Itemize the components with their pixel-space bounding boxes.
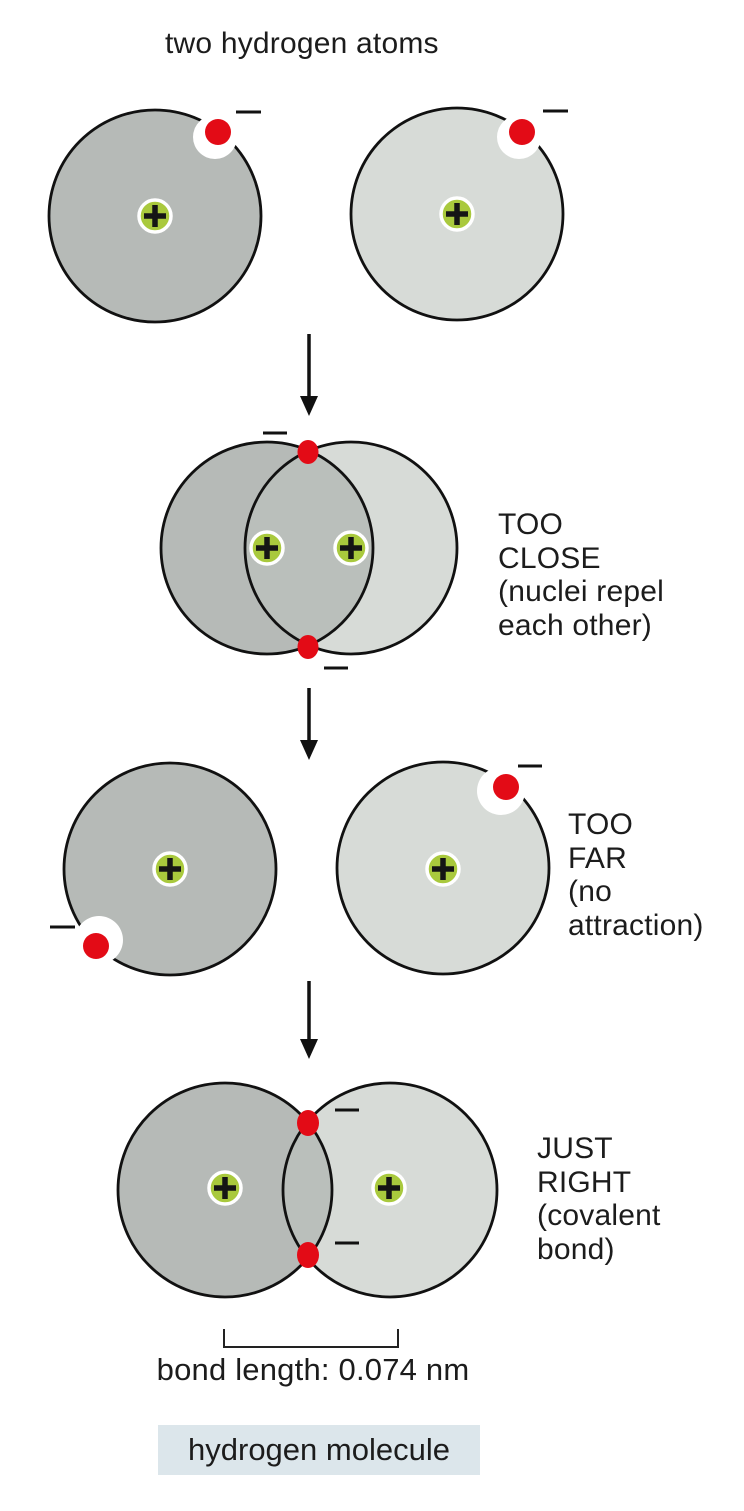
bond-length-label: bond length: 0.074 nm (156, 1352, 470, 1387)
electron-dot (297, 635, 319, 659)
section-two-atoms (47, 106, 568, 324)
section-just-right (116, 1081, 499, 1299)
electron-dot (205, 119, 231, 145)
nucleus (249, 530, 285, 566)
nucleus (137, 198, 173, 234)
electron-dot (297, 1242, 319, 1268)
nucleus (425, 851, 461, 887)
section-too-far (50, 760, 551, 977)
down-arrow (300, 981, 318, 1059)
nucleus (371, 1170, 407, 1206)
label-too-far: TOO FAR (no attraction) (568, 808, 704, 942)
electron-dot (83, 933, 109, 959)
electron-dot (493, 774, 519, 800)
plus-icon (144, 205, 166, 227)
plus-icon (432, 858, 454, 880)
nucleus (207, 1170, 243, 1206)
plus-icon (256, 537, 278, 559)
nucleus (152, 851, 188, 887)
molecule-label-box: hydrogen molecule (158, 1425, 480, 1475)
plus-icon (214, 1177, 236, 1199)
down-arrow (300, 688, 318, 760)
diagram-title: two hydrogen atoms (165, 27, 439, 60)
electron-dot (509, 119, 535, 145)
plus-icon (159, 858, 181, 880)
plus-icon (446, 203, 468, 225)
plus-icon (340, 537, 362, 559)
section-too-close (159, 431, 459, 670)
nucleus (439, 196, 475, 232)
label-too-close: TOO CLOSE (nuclei repel each other) (498, 508, 665, 642)
label-just-right: JUST RIGHT (covalent bond) (537, 1132, 661, 1266)
plus-icon (378, 1177, 400, 1199)
nucleus (333, 530, 369, 566)
electron-dot (297, 440, 319, 464)
down-arrow (300, 334, 318, 416)
electron-dot (297, 1110, 319, 1136)
molecule-label: hydrogen molecule (188, 1432, 450, 1467)
bond-length-bracket (223, 1329, 399, 1348)
